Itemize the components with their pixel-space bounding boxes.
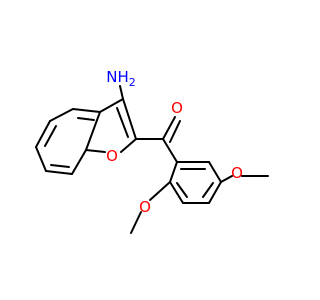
bond xyxy=(85,111,101,151)
bond xyxy=(169,181,184,204)
bond xyxy=(120,138,137,153)
bond xyxy=(162,138,178,163)
carbonyl-oxygen-label: O xyxy=(171,99,183,117)
bond xyxy=(162,116,176,140)
methoxy-oxygen-upper-label: O xyxy=(231,164,243,182)
bond xyxy=(77,117,95,121)
amine-label: NH2 xyxy=(106,68,136,89)
amine-label-main: NH xyxy=(106,68,129,86)
bond xyxy=(169,161,178,183)
bond xyxy=(45,170,73,175)
amine-label-subscript: 2 xyxy=(129,76,136,89)
bond xyxy=(35,146,47,172)
bond xyxy=(44,125,57,147)
furan-oxygen-label: O xyxy=(106,147,118,165)
bond xyxy=(208,181,222,204)
bond xyxy=(49,108,74,122)
bond xyxy=(122,98,137,140)
bond xyxy=(202,182,214,198)
bond xyxy=(149,181,171,201)
bond xyxy=(72,108,101,113)
bond xyxy=(119,85,124,100)
bond xyxy=(169,120,181,143)
methoxy-oxygen-lower-label: O xyxy=(139,198,151,216)
bond xyxy=(220,175,233,183)
bond xyxy=(35,120,51,148)
bond xyxy=(99,98,124,113)
bond xyxy=(130,211,142,234)
atom-labels: NH2 O O O O xyxy=(106,68,243,216)
bonds xyxy=(35,85,269,234)
bond xyxy=(176,182,188,198)
bond xyxy=(208,161,222,183)
bond xyxy=(85,149,106,153)
bond xyxy=(116,107,129,138)
bond xyxy=(50,164,70,168)
bond xyxy=(71,149,87,175)
chemical-structure: NH2 O O O O xyxy=(35,68,269,234)
